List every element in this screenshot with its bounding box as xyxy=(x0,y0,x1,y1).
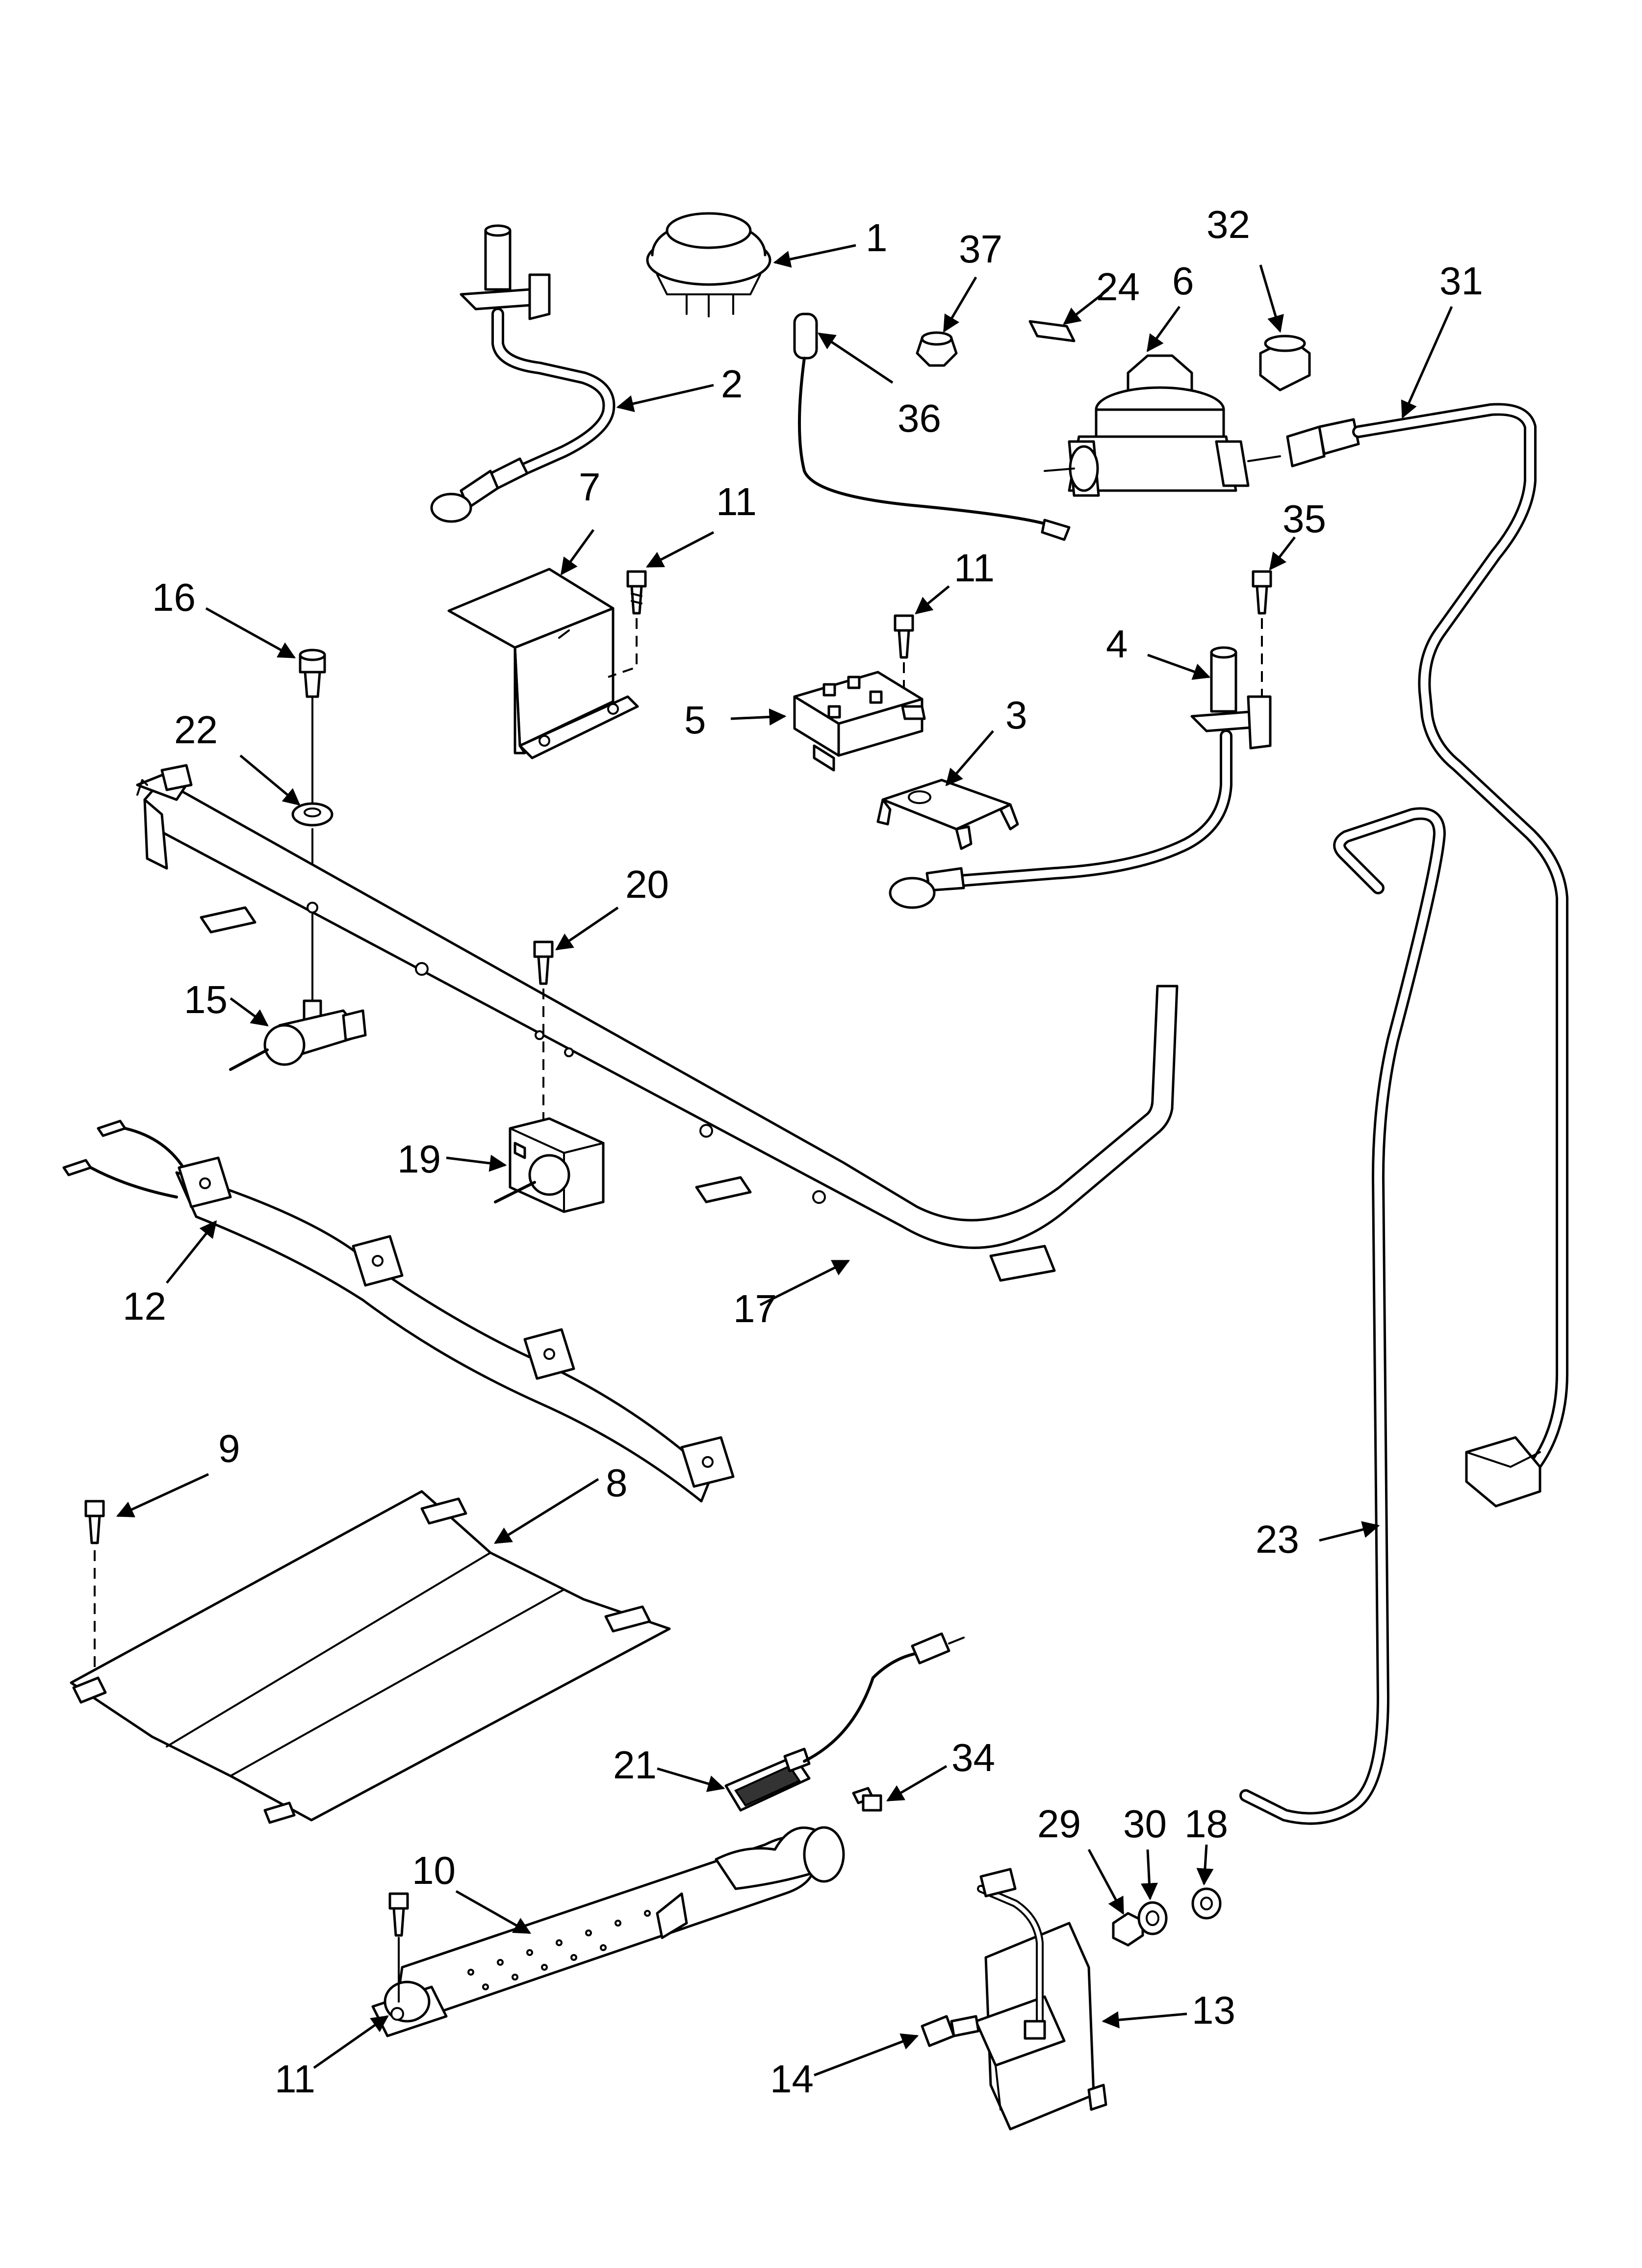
part-29-nut xyxy=(1112,1912,1144,1947)
part-5-spark-module xyxy=(793,671,926,772)
callout-6: 6 xyxy=(1172,259,1194,303)
part-13-bracket xyxy=(975,1868,1107,2131)
callout-19: 19 xyxy=(397,1137,441,1181)
part-12-harness xyxy=(62,1120,735,1503)
callout-18: 18 xyxy=(1184,1802,1228,1846)
callout-15: 15 xyxy=(184,978,228,1021)
callout-22: 22 xyxy=(174,708,218,752)
callout-1: 1 xyxy=(866,216,888,260)
part-23-tube xyxy=(1239,807,1446,1825)
part-14-screw xyxy=(921,2015,980,2047)
callout-36: 36 xyxy=(898,396,941,440)
callout-24: 24 xyxy=(1096,265,1140,309)
part-7-bracket xyxy=(447,568,639,759)
part-2-burner-tube xyxy=(430,224,616,523)
callout-32: 32 xyxy=(1206,203,1250,246)
callout-35: 35 xyxy=(1283,497,1326,541)
callout-21: 21 xyxy=(613,1743,657,1787)
part-31-gas-tube xyxy=(1286,403,1568,1508)
callout-16: 16 xyxy=(152,575,196,619)
part-21-igniter xyxy=(724,1632,965,1812)
part-8-shield xyxy=(70,1490,671,1824)
part-32-fitting xyxy=(1259,335,1311,391)
callout-7: 7 xyxy=(579,465,601,509)
callout-2: 2 xyxy=(721,362,743,406)
part-17-manifold xyxy=(136,764,1179,1282)
part-11c-screw xyxy=(388,1892,409,2003)
callout-30: 30 xyxy=(1123,1802,1167,1846)
callout-9: 9 xyxy=(218,1427,240,1470)
callout-8: 8 xyxy=(606,1461,628,1505)
callout-10: 10 xyxy=(412,1849,456,1892)
part-10-burner xyxy=(371,1826,845,2037)
part-16-screw xyxy=(299,649,326,806)
part-19-switch xyxy=(494,1117,605,1213)
part-36-wire xyxy=(793,313,1071,541)
callout-31: 31 xyxy=(1439,259,1483,303)
callout-37: 37 xyxy=(959,227,1002,271)
callout-11-b: 11 xyxy=(954,546,995,590)
part-11b-screw xyxy=(894,614,914,702)
callout-13: 13 xyxy=(1192,1988,1235,2032)
part-4-burner-tube xyxy=(889,646,1272,909)
leader-lines xyxy=(116,244,1453,2077)
callout-34: 34 xyxy=(951,1736,995,1779)
callout-29: 29 xyxy=(1037,1802,1081,1846)
callout-4: 4 xyxy=(1106,622,1128,666)
part-24-tab xyxy=(1028,320,1076,342)
callout-11-c: 11 xyxy=(275,2057,315,2101)
part-34-screw xyxy=(852,1787,882,1812)
part-22-washer xyxy=(291,802,334,1002)
callout-23: 23 xyxy=(1256,1517,1299,1561)
callout-17: 17 xyxy=(733,1287,777,1330)
part-6-regulator xyxy=(1044,354,1281,497)
part-15-valve xyxy=(229,999,367,1071)
callout-20: 20 xyxy=(625,862,669,906)
part-11a-screw xyxy=(608,570,647,678)
part-30-washer xyxy=(1137,1901,1168,1935)
part-3-bracket xyxy=(876,779,1019,850)
callout-12: 12 xyxy=(123,1284,166,1328)
callout-3: 3 xyxy=(1005,693,1027,737)
callout-5: 5 xyxy=(684,698,706,742)
part-37-clip xyxy=(916,331,958,367)
part-20-screw xyxy=(533,940,554,1128)
part-18-nut xyxy=(1191,1887,1222,1920)
callout-11-a: 11 xyxy=(716,480,757,523)
part-9-screw xyxy=(84,1500,105,1697)
callout-14: 14 xyxy=(770,2057,814,2101)
callout-labels: 1 2 3 4 5 6 7 8 9 10 11 11 11 12 13 14 1… xyxy=(123,203,1483,2101)
part-1-burner-base xyxy=(646,212,771,317)
